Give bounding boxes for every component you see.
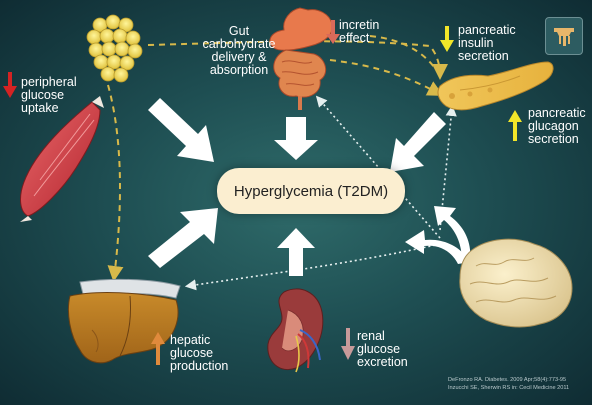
incretin-down-arrow [326,20,340,44]
gut-to-pancreas-link [329,59,444,96]
arrow-from-brain [405,230,470,264]
brain-to-gut-link [315,95,441,239]
pancreas-illustration [437,61,554,111]
muscle-illustration [20,96,104,222]
center-label: Hyperglycemia (T2DM) [233,182,389,200]
pancreas-insulin-label: pancreatic insulin secretion [458,23,516,63]
renal-label: renal glucose excretion [357,329,408,369]
direction-arrows [3,20,522,365]
brain-to-liver-link [184,243,441,291]
insulin-down-arrow [440,26,454,52]
incretin-label: incretin effect [339,18,380,45]
peripheral-down-arrow [3,72,17,98]
arrow-from-liver [148,208,218,268]
liver-illustration [67,278,181,364]
incretin-to-pancreas-link [369,35,441,77]
hepatic-up-arrow [151,332,165,365]
logo-icon [545,17,583,55]
gut-illustration [269,7,333,110]
citation-text: DeFronzo RA. Diabetes. 2009 Apr;58(4):77… [448,377,570,391]
glucagon-up-arrow [508,110,522,141]
adipose-tissue-illustration [86,14,143,83]
fat-to-liver-link [107,84,124,282]
fat-to-pancreas-link [147,40,448,80]
kidney-illustration [267,288,324,373]
arrow-from-brain-2 [434,206,471,262]
arrow-from-gut [274,117,318,160]
renal-down-arrow [341,328,355,360]
block-arrows [148,98,471,276]
logo-mark-icon [554,28,574,46]
pancreas-glucagon-label: pancreatic glucagon secretion [528,106,586,146]
arrow-from-muscle [148,98,214,162]
hepatic-label: hepatic glucose production [170,333,229,373]
dashed-links [107,35,448,282]
peripheral-label: peripheral glucose uptake [21,75,77,115]
arrow-from-pancreas [390,112,446,172]
arrow-from-kidney [277,228,315,276]
brain-illustration [459,238,573,328]
hyperglycemia-center-box: Hyperglycemia (T2DM) [217,168,405,214]
gut-label: Gut carbohydrate delivery & absorption [202,24,276,77]
